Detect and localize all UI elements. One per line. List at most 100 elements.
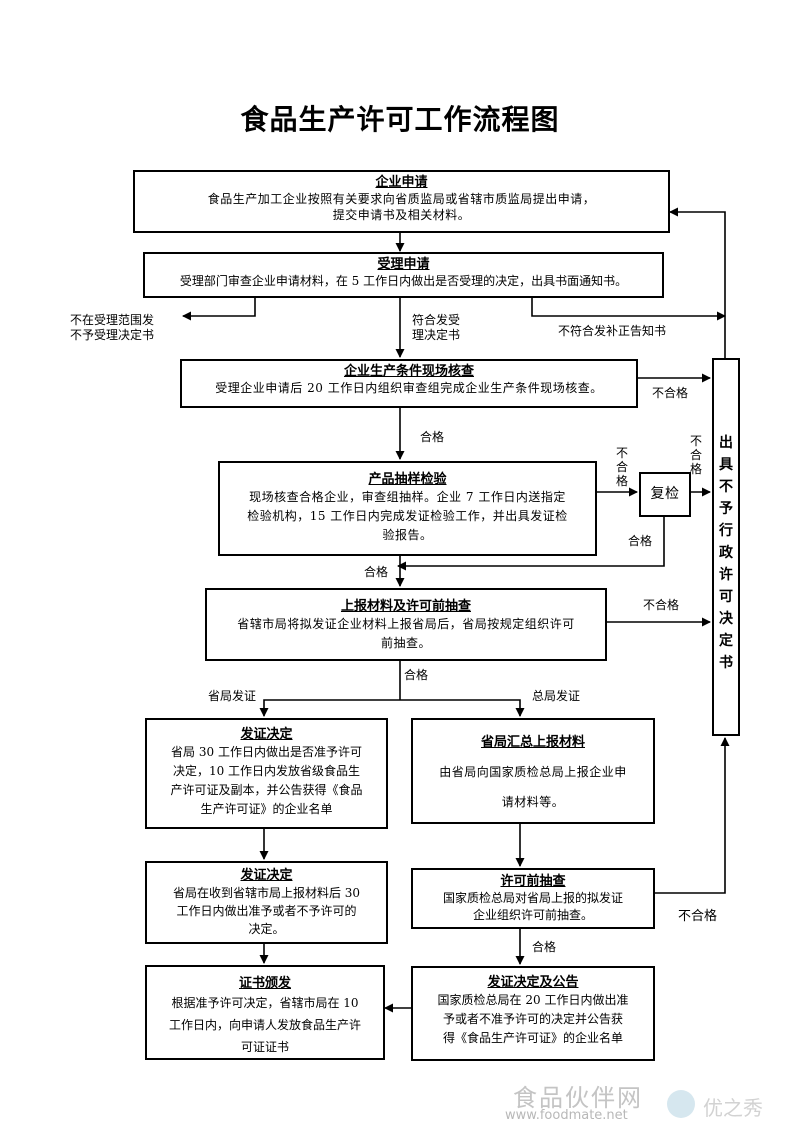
refuse-char: 行	[719, 523, 733, 539]
box-text: 工作日内做出准予或者不予许可的	[176, 904, 357, 918]
label-pass-precheck: 合格	[532, 940, 557, 954]
arrow-correction	[531, 298, 726, 321]
watermark-brand: 优之秀	[703, 1096, 763, 1120]
label-line: 合	[690, 448, 703, 462]
box-recheck: 复检	[639, 472, 691, 517]
label-line: 格	[616, 474, 629, 488]
box-text: 验报告。	[382, 528, 433, 542]
box-heading: 证书颁发	[238, 976, 291, 991]
box-heading: 许可前抽查	[500, 874, 566, 889]
box-heading: 产品抽样检验	[368, 472, 447, 487]
refuse-char: 政	[719, 545, 733, 561]
label-inspect-fail: 不合格	[652, 386, 689, 400]
box-text: 决定。	[248, 922, 285, 936]
watermark-logo-icon	[667, 1090, 695, 1118]
label-line: 不	[690, 434, 703, 448]
refuse-char: 不	[719, 479, 733, 495]
box-text: 予或者不准予许可的决定并公告获	[442, 1012, 623, 1026]
label-pass-inspect: 合格	[420, 430, 445, 444]
box-national-precheck: 许可前抽查 国家质检总局对省局上报的拟发证 企业组织许可前抽查。	[411, 868, 655, 929]
page-title: 食品生产许可工作流程图	[240, 103, 560, 136]
box-text: 前抽查。	[380, 636, 431, 650]
box-text: 根据准予许可决定，省辖市局在 10	[171, 996, 359, 1010]
label-recheck-fail: 不 合 格	[690, 434, 702, 476]
box-text: 检验机构，15 工作日内完成发证检验工作，并出具发证检	[247, 509, 568, 523]
arrow-prov-issue	[259, 699, 400, 717]
label-line: 不在受理范围发	[70, 313, 155, 327]
label-line: 合	[616, 460, 629, 474]
box-heading: 发证决定	[240, 868, 293, 883]
label-line: 格	[690, 462, 703, 476]
box-text: 生产许可证》的企业名单	[200, 802, 333, 816]
refuse-char: 书	[719, 655, 733, 671]
box-text: 国家质检总局对省局上报的拟发证	[442, 891, 623, 905]
box-text: 现场核查合格企业，审查组抽样。企业 7 工作日内送指定	[249, 490, 566, 504]
arrow-gen-issue	[400, 699, 525, 717]
box-text: 企业组织许可前抽查。	[472, 908, 593, 922]
refuse-char: 定	[719, 633, 733, 649]
box-issue-decision-city: 发证决定 省局在收到省辖市局上报材料后 30 工作日内做出准予或者不予许可的 决…	[145, 861, 388, 944]
box-text: 复检	[650, 486, 680, 502]
label-pass-sample: 合格	[364, 565, 389, 579]
label-line: 理决定书	[412, 328, 461, 342]
box-heading: 上报材料及许可前抽查	[340, 599, 471, 614]
box-final-decision: 发证决定及公告 国家质检总局在 20 工作日内做出准 予或者不准予许可的决定并公…	[411, 966, 655, 1061]
box-heading: 受理申请	[377, 257, 430, 272]
label-report-fail: 不合格	[643, 598, 680, 612]
label-line: 不予受理决定书	[70, 328, 155, 342]
refuse-char: 具	[719, 457, 733, 473]
box-text: 工作日内，向申请人发放食品生产许	[168, 1018, 361, 1032]
label-line: 符合发受	[412, 313, 461, 327]
refuse-char: 决	[719, 611, 733, 627]
box-certificate-issue: 证书颁发 根据准予许可决定，省辖市局在 10 工作日内，向申请人发放食品生产许 …	[145, 965, 385, 1060]
box-text: 受理部门审查企业申请材料，在 5 工作日内做出是否受理的决定，出具书面通知书。	[179, 274, 628, 288]
watermark: 食品伙伴网 www.foodmate.net 优之秀	[505, 1078, 795, 1126]
label-pass-report: 合格	[404, 668, 429, 682]
box-text: 由省局向国家质检总局上报企业申	[439, 765, 627, 779]
arrow-precheck-fail	[655, 737, 730, 894]
box-text: 产许可证及副本，并公告获得《食品	[170, 783, 363, 797]
box-heading: 省局汇总上报材料	[480, 735, 585, 750]
box-report-precheck: 上报材料及许可前抽查 省辖市局将拟发证企业材料上报省局后，省局按规定组织许可 前…	[205, 588, 607, 661]
box-site-inspection: 企业生产条件现场核查 受理企业申请后 20 工作日内组织审查组完成企业生产条件现…	[180, 359, 638, 408]
refuse-char: 可	[719, 589, 733, 605]
box-sample-testing: 产品抽样检验 现场核查合格企业，审查组抽样。企业 7 工作日内送指定 检验机构，…	[218, 461, 597, 556]
box-accept-application: 受理申请 受理部门审查企业申请材料，在 5 工作日内做出是否受理的决定，出具书面…	[143, 252, 664, 298]
watermark-url: www.foodmate.net	[505, 1108, 628, 1123]
box-text: 省辖市局将拟发证企业材料上报省局后，省局按规定组织许可	[237, 617, 575, 631]
box-text: 得《食品生产许可证》的企业名单	[442, 1031, 623, 1045]
label-correction: 不符合发补正告知书	[558, 324, 667, 338]
box-text: 决定，10 工作日内发放省级食品生	[172, 764, 361, 778]
refuse-char: 许	[719, 567, 733, 583]
box-text: 请材料等。	[501, 795, 565, 809]
refuse-char: 出	[719, 435, 733, 451]
label-recheck-pass: 合格	[628, 534, 653, 548]
arrow-loop-apply	[669, 207, 726, 358]
box-heading: 企业生产条件现场核查	[343, 364, 474, 379]
label-gen-issue: 总局发证	[532, 689, 581, 703]
watermark-cn: 食品伙伴网	[513, 1084, 643, 1112]
label-out-of-scope: 不在受理范围发 不予受理决定书	[70, 313, 154, 343]
box-enterprise-apply: 企业申请 食品生产加工企业按照有关要求向省质监局或省辖市质监局提出申请， 提交申…	[133, 170, 670, 233]
arrow-out-of-scope	[182, 298, 256, 321]
box-issue-decision-provincial: 发证决定 省局 30 工作日内做出是否准予许可 决定，10 工作日内发放省级食品…	[145, 718, 388, 829]
box-heading: 发证决定	[240, 727, 293, 742]
label-sample-fail: 不 合 格	[616, 446, 628, 488]
box-text: 省局在收到省辖市局上报材料后 30	[172, 886, 361, 900]
box-heading: 企业申请	[375, 175, 428, 190]
box-refuse-decision: 出 具 不 予 行 政 许 可 决 定 书	[712, 358, 740, 736]
box-text: 提交申请书及相关材料。	[332, 208, 471, 222]
label-line: 不	[616, 446, 629, 460]
box-text: 国家质检总局在 20 工作日内做出准	[437, 993, 629, 1007]
box-text: 可证证书	[240, 1040, 289, 1054]
box-heading: 发证决定及公告	[487, 975, 579, 990]
box-text: 受理企业申请后 20 工作日内组织审查组完成企业生产条件现场核查。	[215, 381, 603, 395]
arrow-recheck-pass	[397, 517, 665, 571]
box-text: 食品生产加工企业按照有关要求向省质监局或省辖市质监局提出申请，	[207, 192, 596, 206]
box-text: 省局 30 工作日内做出是否准予许可	[171, 745, 362, 759]
refuse-char: 予	[719, 501, 733, 517]
label-prov-issue: 省局发证	[208, 689, 257, 703]
label-accept-notice: 符合发受 理决定书	[412, 313, 460, 343]
